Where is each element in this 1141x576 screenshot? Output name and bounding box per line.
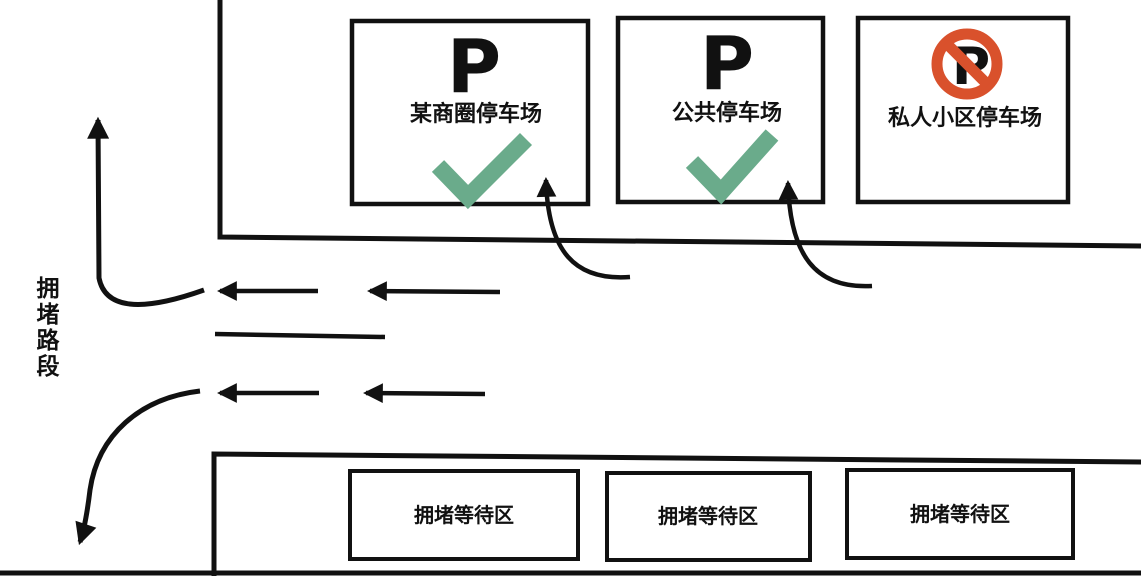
parking-lot-label: 某商圈停车场 [410, 101, 542, 127]
waiting-zone-box [845, 468, 1075, 560]
exit-up-arrow [87, 116, 205, 307]
traffic-arrow-left [363, 383, 486, 404]
waiting-zone-label: 拥堵等待区 [658, 504, 758, 528]
no-parking-slash [942, 39, 992, 89]
parking-lot-label: 私人小区停车场 [888, 105, 1042, 131]
lower-area-outline [211, 451, 1141, 576]
exit-down-arrow [75, 388, 201, 546]
checkmark-icon [685, 129, 779, 205]
waiting-zone-box [348, 469, 580, 561]
guidance-arrow-to-lot-1 [536, 177, 631, 280]
traffic-arrow-left [367, 281, 501, 302]
waiting-zone-card-3: 拥堵等待区 [845, 468, 1075, 560]
parking-lot-box [349, 18, 591, 207]
lane-divider-line [214, 331, 386, 340]
parking-sign-p: P [447, 24, 501, 110]
parking-lot-card-2: P 公共停车场 [615, 15, 826, 205]
waiting-zone-label: 拥堵等待区 [414, 503, 514, 527]
waiting-zone-card-2: 拥堵等待区 [605, 471, 812, 562]
parking-sign-p: P [700, 21, 754, 107]
congested-road-label: 拥堵路段 [36, 276, 60, 380]
waiting-zone-label: 拥堵等待区 [910, 502, 1010, 526]
no-parking-ring [931, 28, 1003, 100]
waiting-zone-card-1: 拥堵等待区 [348, 469, 580, 561]
parking-lot-label: 公共停车场 [672, 100, 782, 126]
parking-lot-card-1: P 某商圈停车场 [349, 18, 591, 210]
parking-lot-box [855, 15, 1071, 205]
checkmark-icon [431, 132, 533, 210]
parking-lot-card-3: P 私人小区停车场 [855, 15, 1071, 205]
no-parking-icon: P [931, 28, 1003, 100]
guidance-arrow-to-lot-2 [778, 180, 873, 289]
waiting-zone-box [605, 471, 812, 562]
traffic-flow [214, 281, 501, 404]
upper-area-outline [217, 0, 1141, 249]
